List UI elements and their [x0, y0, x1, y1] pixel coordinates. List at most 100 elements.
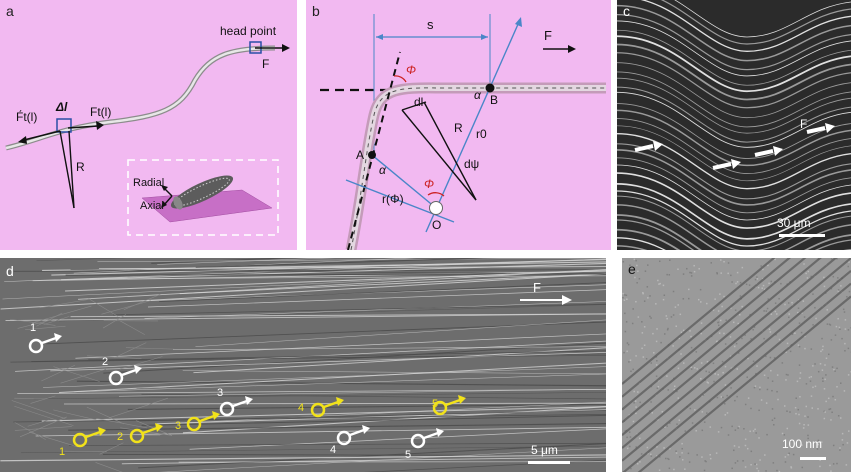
scale-bar [779, 234, 825, 237]
noise-speck [752, 360, 755, 363]
noise-speck [823, 388, 826, 390]
noise-speck [784, 456, 787, 458]
noise-speck [834, 398, 837, 401]
nanotube-line [622, 269, 851, 462]
noise-speck [824, 364, 826, 366]
fiber-line [9, 318, 56, 326]
fiber-line [617, 214, 851, 250]
noise-speck [727, 434, 730, 436]
noise-speck [682, 298, 685, 300]
noise-speck [776, 313, 778, 315]
noise-speck [736, 281, 739, 283]
noise-speck [750, 450, 753, 453]
noise-speck [695, 429, 697, 432]
noise-speck [731, 281, 733, 283]
noise-speck [713, 380, 715, 383]
noise-speck [787, 454, 789, 456]
noise-speck [834, 370, 836, 372]
noise-speck [815, 317, 817, 320]
noise-speck [689, 407, 692, 410]
noise-speck [823, 410, 826, 413]
delta-l-label: Δl [56, 100, 68, 114]
noise-speck [712, 362, 715, 365]
noise-speck [738, 425, 740, 428]
noise-speck [754, 385, 757, 387]
noise-speck [677, 268, 679, 270]
white-marker-label: 1 [30, 322, 37, 334]
noise-speck [822, 345, 824, 348]
fiber-line [617, 103, 851, 159]
noise-speck [724, 365, 727, 368]
fiber-line [101, 300, 151, 315]
noise-speck [828, 408, 830, 411]
noise-speck [682, 273, 685, 275]
noise-speck [734, 399, 736, 402]
white-marker-label: 2 [102, 356, 109, 368]
noise-speck [730, 307, 732, 309]
fiber-line [182, 370, 606, 375]
noise-speck [646, 286, 649, 288]
noise-speck [672, 314, 675, 316]
noise-speck [693, 270, 696, 273]
noise-speck [848, 261, 850, 263]
noise-speck [774, 310, 777, 313]
noise-speck [639, 401, 641, 404]
noise-speck [746, 447, 749, 450]
fiber-line [138, 443, 606, 469]
noise-speck [757, 286, 760, 289]
noise-speck [634, 276, 636, 279]
noise-speck [758, 409, 760, 412]
fiber-line [53, 409, 97, 421]
noise-speck [626, 342, 629, 344]
noise-speck [810, 395, 813, 397]
noise-speck [688, 288, 690, 291]
noise-speck [630, 370, 632, 373]
fiber-line [617, 149, 851, 206]
noise-speck [798, 364, 801, 366]
noise-speck [706, 412, 708, 414]
noise-speck [830, 470, 832, 472]
noise-speck [767, 377, 769, 379]
noise-speck [753, 326, 756, 328]
noise-speck [778, 470, 781, 472]
noise-speck [650, 362, 653, 364]
fiber-line [141, 414, 606, 426]
noise-speck [678, 337, 680, 340]
noise-speck [714, 298, 716, 300]
noise-speck [773, 424, 775, 426]
noise-speck [836, 462, 838, 465]
noise-speck [622, 292, 624, 295]
noise-speck [732, 449, 735, 452]
noise-speck [771, 408, 774, 410]
fiber-line [617, 29, 851, 86]
noise-speck [771, 380, 774, 382]
noise-speck [810, 275, 812, 278]
point-b [485, 83, 495, 93]
noise-speck [841, 337, 843, 340]
fiber-line [157, 258, 335, 265]
noise-speck [797, 344, 800, 346]
noise-speck [650, 401, 652, 403]
noise-speck [658, 469, 661, 471]
fiber-line [46, 321, 606, 345]
noise-speck [798, 422, 801, 425]
fiber-line [159, 447, 606, 472]
panel-e-label: e [628, 261, 636, 277]
noise-speck [626, 350, 628, 353]
noise-speck [667, 389, 669, 391]
noise-speck [635, 412, 637, 415]
fiber-line [64, 450, 107, 453]
noise-speck [641, 332, 644, 334]
noise-speck [770, 369, 772, 372]
noise-speck [799, 395, 801, 398]
noise-speck [691, 422, 694, 424]
noise-speck [840, 382, 842, 384]
noise-speck [842, 443, 844, 446]
noise-speck [847, 374, 850, 376]
noise-speck [792, 453, 795, 456]
yellow-marker-icon [186, 411, 220, 432]
noise-speck [766, 307, 769, 310]
noise-speck [670, 316, 673, 318]
noise-speck [755, 432, 757, 434]
noise-speck [717, 431, 720, 433]
